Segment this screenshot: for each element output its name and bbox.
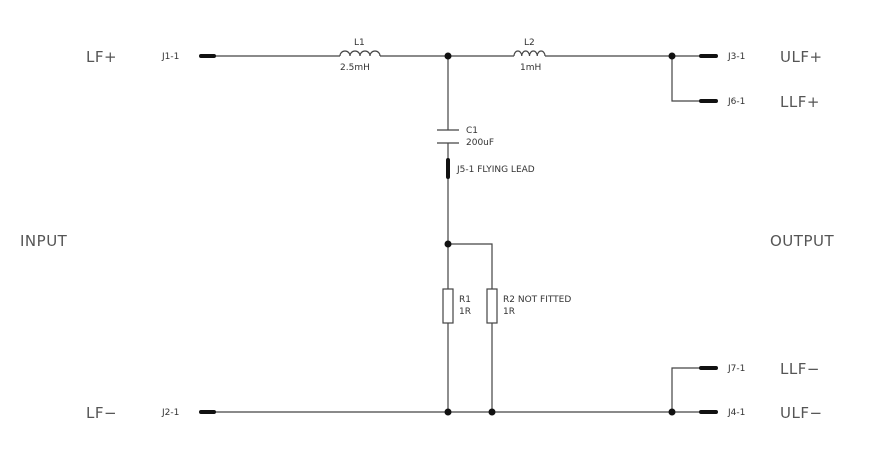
l2-value: 1mH [520, 63, 541, 73]
c1-value: 200uF [466, 138, 494, 148]
j5-label: J5-1 FLYING LEAD [456, 165, 535, 175]
connector-j6: J6-1 [727, 97, 745, 107]
wire-llf-minus-branch [671, 367, 706, 412]
resistor-r2 [486, 288, 498, 324]
junction-top-right [668, 52, 676, 60]
junction-dots [444, 52, 676, 416]
terminal-name-llf-minus: LLF− [780, 360, 820, 378]
connector-j4: J4-1 [727, 408, 745, 418]
junction-top [444, 52, 452, 60]
junction-bottom-right [668, 408, 676, 416]
output-label: OUTPUT [770, 232, 834, 250]
capacitor-c1 [437, 129, 459, 144]
inductor-l2 [513, 50, 546, 57]
inductor-l1 [339, 50, 381, 57]
connector-j2: J2-1 [161, 408, 179, 418]
l1-value: 2.5mH [340, 63, 370, 73]
terminal-name-llf-plus: LLF+ [780, 93, 820, 111]
connector-j7: J7-1 [727, 364, 745, 374]
r2-ref: R2 NOT FITTED [503, 295, 571, 305]
l1-ref: L1 [354, 38, 365, 48]
junction-bottom-r2 [488, 408, 496, 416]
resistor-r1 [442, 288, 454, 324]
r1-value: 1R [459, 307, 471, 317]
connector-j3: J3-1 [727, 52, 745, 62]
c1-ref: C1 [466, 126, 478, 136]
wires [206, 55, 706, 413]
terminal-name-ulf-plus: ULF+ [780, 48, 823, 66]
r2-value: 1R [503, 307, 515, 317]
l2-ref: L2 [524, 38, 535, 48]
junction-bottom-r1 [444, 408, 452, 416]
input-label: INPUT [20, 232, 68, 250]
terminal-name-lf-plus: LF+ [86, 48, 117, 66]
r1-ref: R1 [459, 295, 471, 305]
junction-mid [444, 240, 452, 248]
wire-llf-plus-branch [671, 56, 706, 102]
terminal-name-ulf-minus: ULF− [780, 404, 823, 422]
terminal-pins [199, 54, 718, 414]
wire-r2-branch [448, 243, 493, 289]
terminal-name-lf-minus: LF− [86, 404, 117, 422]
connector-j1: J1-1 [161, 52, 179, 62]
